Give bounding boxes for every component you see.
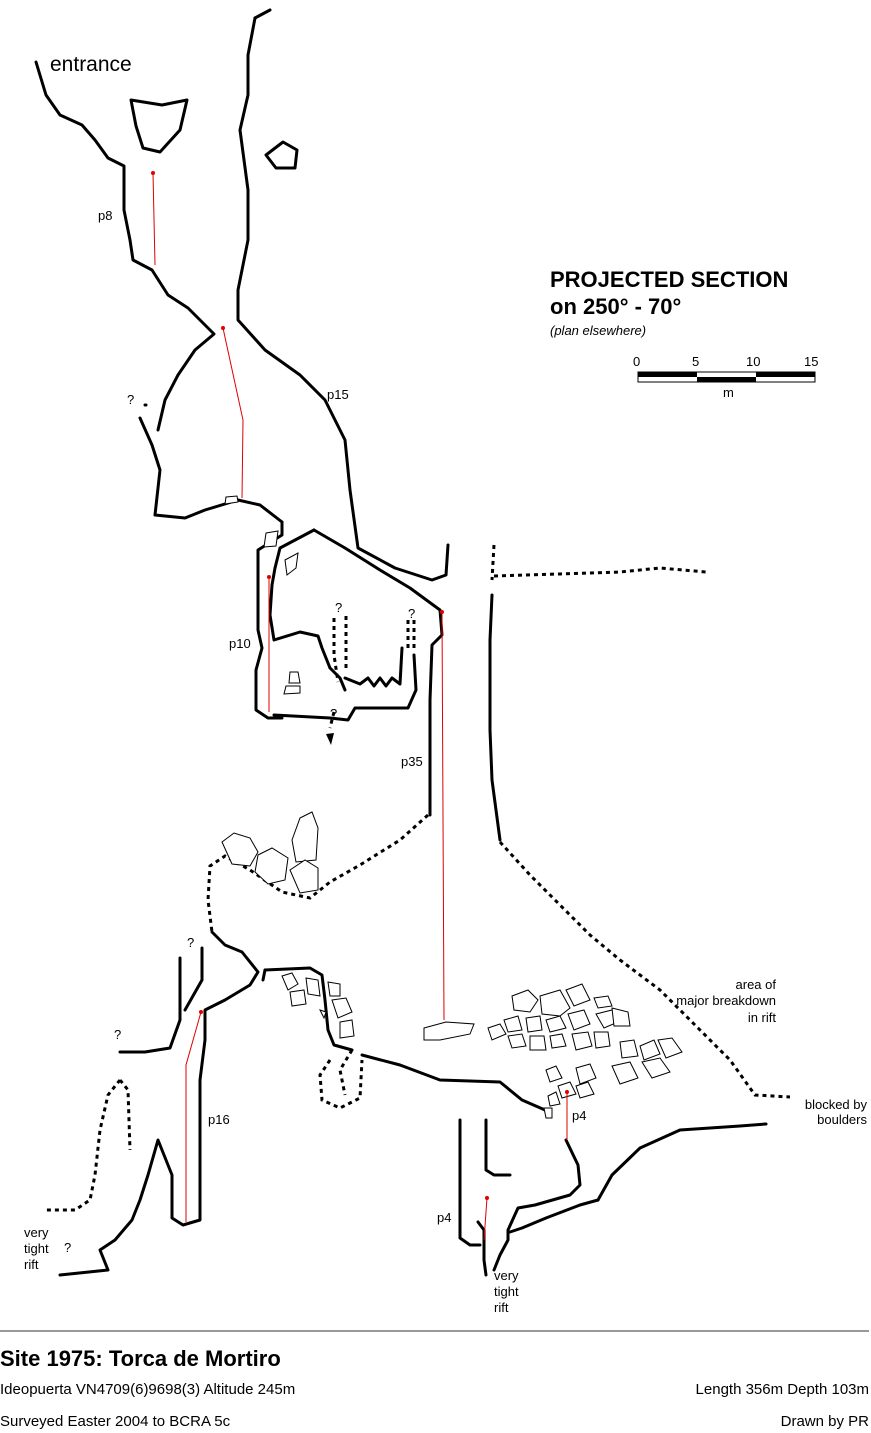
p10-chamber-walls [224,495,444,817]
entrance-label: entrance [50,53,132,76]
tight-rift-right-line2: tight [494,1284,519,1299]
breakdown-label-line2: major breakdown [676,993,776,1008]
question-mark: ? [127,392,134,407]
tight-rift-right-line3: rift [494,1300,509,1315]
section-heading-line1: PROJECTED SECTION [550,267,788,292]
lower-right-walls [360,983,768,1277]
main-shaft-walls [206,544,791,1099]
question-mark: ? [335,600,342,615]
question-mark: ? [187,935,194,950]
scale-bar: 0 5 10 15 m [633,354,818,400]
blocked-label-line1: blocked by [805,1097,868,1112]
pitch-label-p10: p10 [229,636,251,651]
lower-left-walls [45,930,364,1277]
pitch-label-p8: p8 [98,208,112,223]
question-mark: ? [330,706,337,721]
boulders-mid [221,811,319,894]
pitch-label-p15: p15 [327,387,349,402]
tight-rift-left-line1: very [24,1225,49,1240]
question-mark: ? [408,606,415,621]
breakdown-label-line3: in rift [748,1010,777,1025]
pitch-label-p35: p35 [401,754,423,769]
question-mark: ? [114,1027,121,1042]
drawn-by: Drawn by PR [780,1413,869,1430]
scale-tick-15: 15 [804,354,818,369]
survey-grade: Surveyed Easter 2004 to BCRA 5c [0,1413,231,1430]
scale-unit: m [723,385,734,400]
tight-rift-left-line2: tight [24,1241,49,1256]
pitch-label-p4-lower: p4 [437,1210,451,1225]
pitch-label-p16: p16 [208,1112,230,1127]
location-line: Ideopuerta VN4709(6)9698(3) Altitude 245… [0,1381,296,1398]
section-heading-line2: on 250° - 70° [550,294,681,319]
scale-tick-0: 0 [633,354,640,369]
scale-tick-10: 10 [746,354,760,369]
breakdown-label-line1: area of [736,977,777,992]
site-title: Site 1975: Torca de Mortiro [0,1346,281,1371]
footer-divider [0,1330,869,1332]
scale-tick-5: 5 [692,354,699,369]
pitch-lines [151,171,569,1241]
question-mark: ? [64,1240,71,1255]
plan-elsewhere-note: (plan elsewhere) [550,323,646,338]
pitch-label-p4-upper: p4 [572,1108,586,1123]
tight-rift-right-line1: very [494,1268,519,1283]
entrance-walls [34,8,450,582]
tight-rift-left-line3: rift [24,1257,39,1272]
length-depth: Length 356m Depth 103m [695,1381,869,1398]
blocked-label-line2: boulders [817,1112,867,1127]
